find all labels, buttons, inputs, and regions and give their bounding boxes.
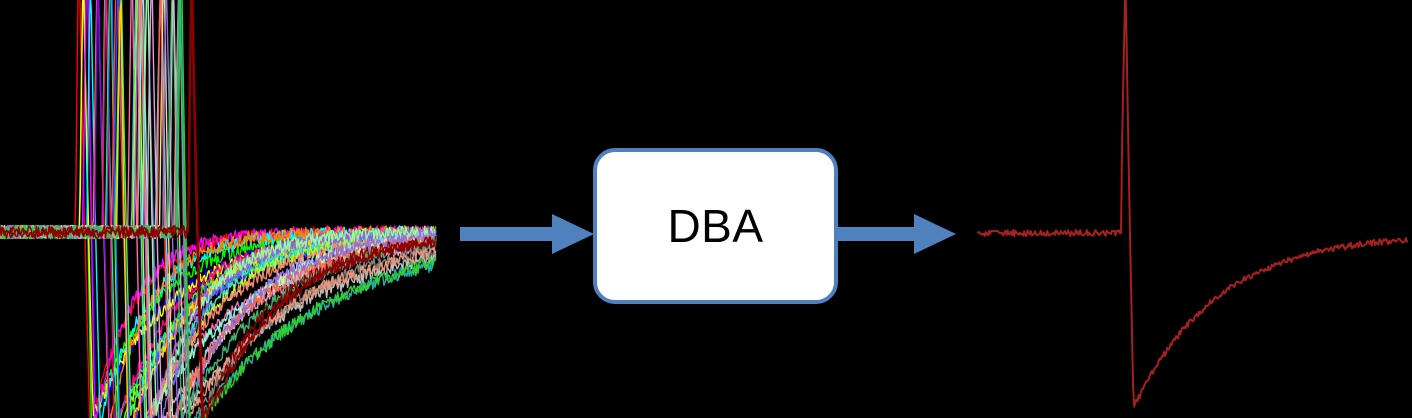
waveform-trace (0, 0, 437, 418)
waveform-trace (0, 0, 437, 417)
waveform-trace (0, 0, 437, 418)
waveform-trace (0, 0, 437, 418)
waveform-trace (0, 0, 437, 418)
output-waveform-plot (977, 0, 1408, 408)
waveform-trace (977, 0, 1408, 408)
waveform-trace (0, 0, 437, 418)
waveform-trace (0, 2, 437, 418)
waveform-trace (0, 0, 437, 418)
waveform-trace (0, 0, 437, 418)
waveform-trace (0, 0, 437, 416)
waveform-trace (0, 0, 437, 418)
waveform-trace (0, 0, 437, 418)
waveform-trace (0, 0, 437, 414)
output-arrow (838, 214, 956, 254)
waveform-trace (0, 0, 437, 417)
waveform-trace (0, 0, 437, 418)
waveform-trace (0, 0, 437, 418)
waveform-trace (0, 0, 437, 415)
waveform-trace (0, 0, 437, 418)
waveform-trace (0, 0, 437, 418)
waveform-trace (0, 0, 437, 418)
waveform-trace (0, 0, 437, 418)
waveform-trace (0, 0, 437, 418)
waveform-trace (0, 0, 437, 418)
waveform-trace (0, 0, 437, 418)
input-arrow (460, 214, 594, 254)
waveform-trace (0, 0, 437, 418)
waveform-trace (0, 0, 437, 418)
dba-process-box[interactable]: DBA (593, 148, 838, 304)
waveform-trace (0, 0, 437, 418)
input-waveforms-plot (0, 0, 437, 418)
waveform-trace (0, 0, 437, 418)
output-waveform-panel (960, 0, 1412, 418)
waveform-trace (0, 0, 437, 418)
waveform-trace (0, 0, 437, 417)
dba-box-label: DBA (667, 200, 764, 252)
waveform-trace (0, 0, 437, 418)
waveform-trace (0, 0, 437, 418)
waveform-trace (0, 0, 437, 418)
input-waveforms-panel (0, 0, 460, 418)
waveform-trace (0, 0, 437, 418)
waveform-trace (0, 0, 437, 418)
waveform-trace (0, 0, 437, 417)
waveform-trace (0, 0, 437, 418)
